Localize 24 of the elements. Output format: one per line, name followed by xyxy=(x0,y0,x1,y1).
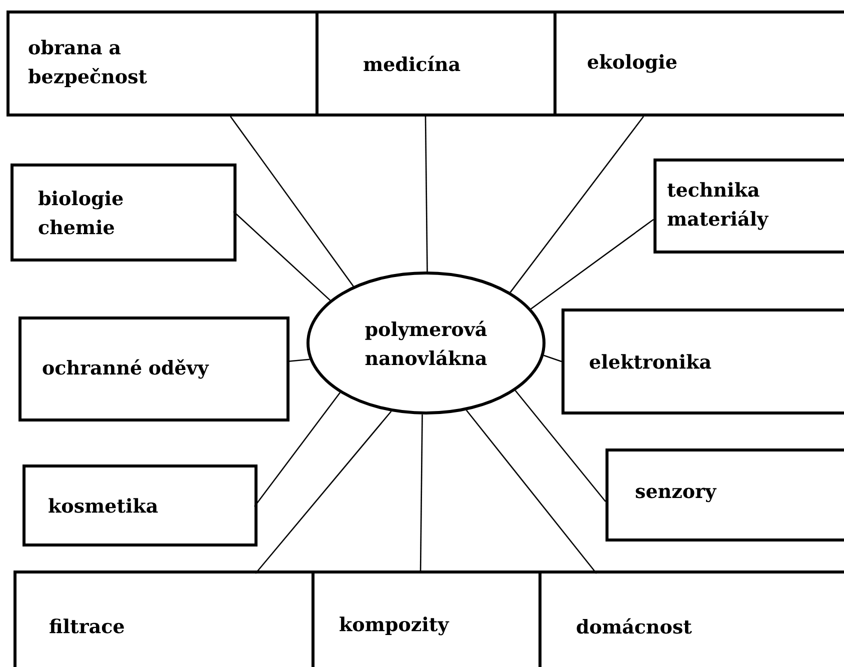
connector-line xyxy=(230,116,354,287)
connector-line xyxy=(424,116,428,272)
connector-line xyxy=(543,354,562,362)
text-box: technika materiály xyxy=(654,158,844,254)
text-box: kompozity xyxy=(312,570,542,667)
connector-line xyxy=(233,211,331,301)
text-box: kosmetika xyxy=(22,464,258,546)
connector-line xyxy=(514,390,606,502)
connector-line xyxy=(254,392,341,507)
text-box: ochranné oděvy xyxy=(18,316,290,422)
connector-line xyxy=(286,358,310,362)
connector-line xyxy=(420,414,423,574)
text-box: ekologie xyxy=(554,10,844,116)
connector-line xyxy=(530,218,654,310)
connector-line xyxy=(510,116,644,293)
connector-line xyxy=(255,410,392,574)
text-box: elektronika xyxy=(562,308,844,414)
text-box: domácnost xyxy=(538,570,844,667)
text-box: biologie chemie xyxy=(10,164,236,262)
text-box: medicína xyxy=(316,10,556,116)
text-box: filtrace xyxy=(14,570,314,667)
text-box: senzory xyxy=(606,448,844,542)
connector-line xyxy=(466,410,597,574)
text-box: obrana a bezpečnost xyxy=(6,10,318,116)
